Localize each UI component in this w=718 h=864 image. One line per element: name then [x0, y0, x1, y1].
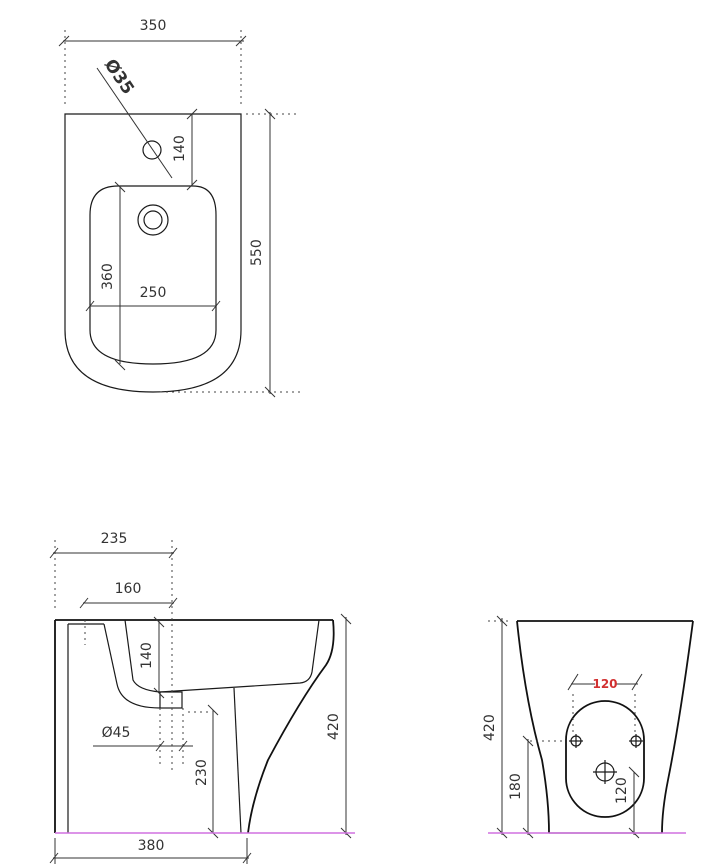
- dim-waste-height: 230: [194, 759, 210, 786]
- tap-hole: [142, 140, 162, 160]
- drain-inner: [143, 210, 163, 230]
- dim-fixing-spacing: 120: [592, 677, 617, 691]
- dim-height-420: 420: [326, 713, 342, 740]
- dim-fixing-height: 180: [508, 773, 524, 800]
- dim-base-length: 380: [138, 838, 165, 854]
- top-view-outline: [64, 113, 242, 393]
- dim-tap-offset: 140: [172, 135, 188, 162]
- dim-depth-550: 550: [249, 239, 265, 266]
- dim-width-350: 350: [140, 18, 167, 34]
- dim-waste-distance: 235: [101, 531, 128, 547]
- dim-waste-diameter: Ø45: [102, 725, 131, 741]
- rear-inlet-plate: [565, 700, 645, 818]
- rear-view: 120 420 180 120: [482, 615, 694, 839]
- dim-rear-height: 420: [482, 714, 498, 741]
- dim-bowl-width: 250: [140, 285, 167, 301]
- top-view-bowl: [89, 185, 217, 365]
- dim-waste-inner: 160: [115, 581, 142, 597]
- dim-bowl-length: 360: [100, 263, 116, 290]
- top-view: 350 Ø35 140 550 360 250: [58, 18, 300, 398]
- dim-inlet-height: 120: [614, 777, 630, 804]
- drain-outer: [137, 204, 169, 236]
- dim-tap-hole: Ø35: [100, 56, 138, 99]
- dim-bowl-depth: 140: [139, 642, 155, 669]
- side-view: 235 160 140 Ø45 230 420: [49, 531, 355, 864]
